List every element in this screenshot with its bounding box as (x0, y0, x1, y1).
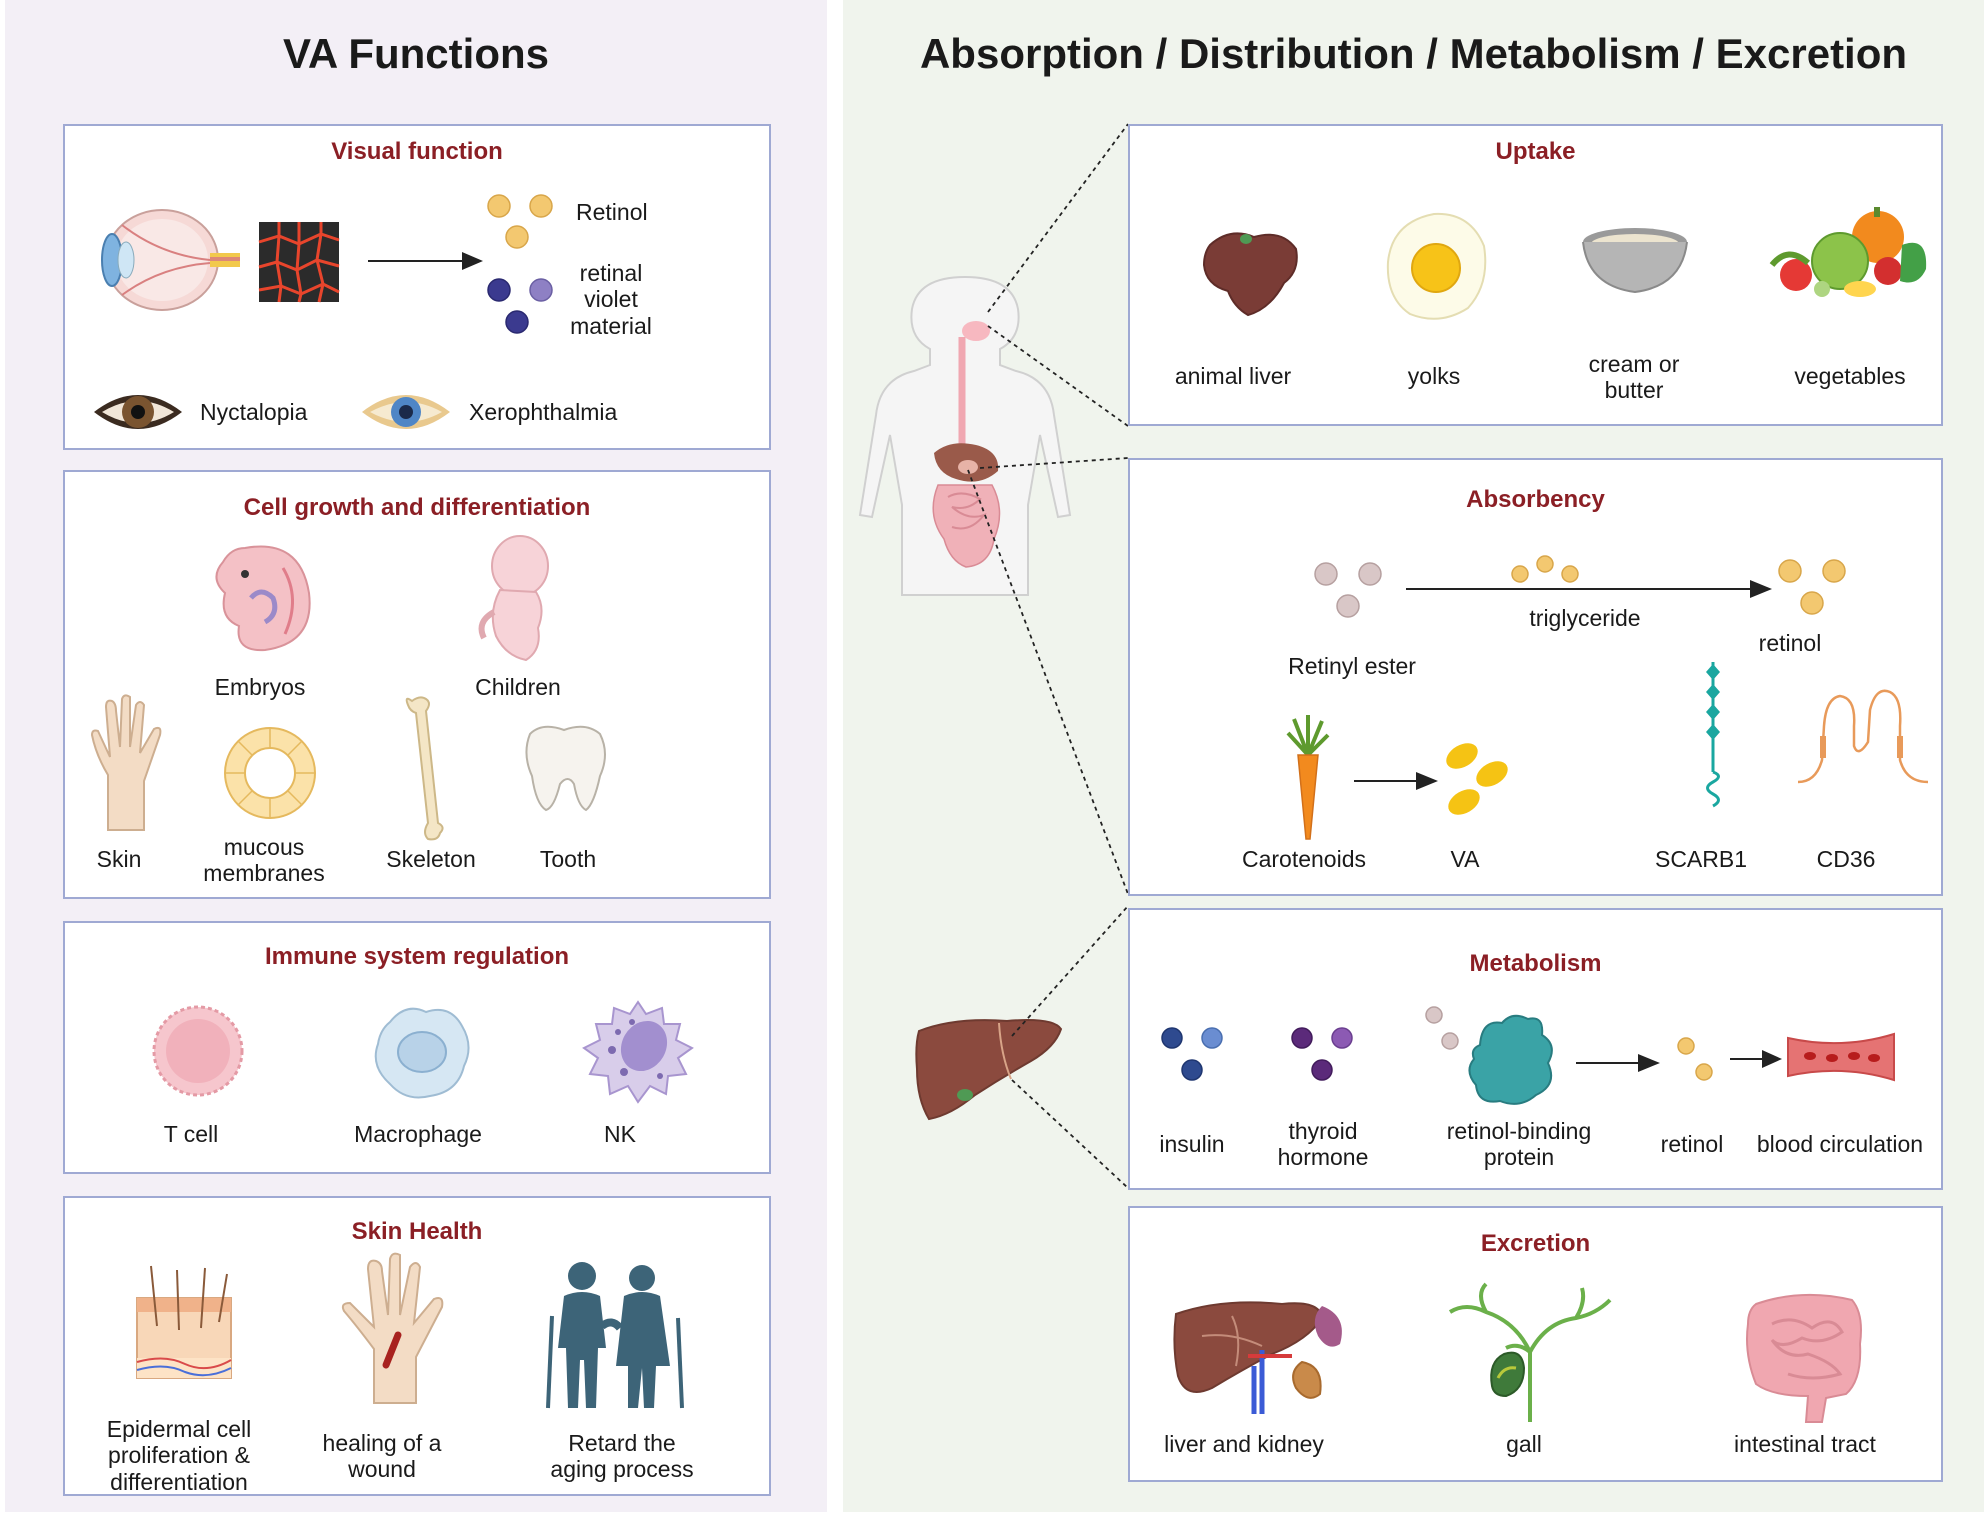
mucous-membranes-label: mucous membranes (203, 834, 325, 887)
immune-system-title: Immune system regulation (264, 943, 570, 970)
cream-bowl-icon (1580, 226, 1690, 296)
gallbladder-icon (1446, 1282, 1612, 1422)
retinal-violet-label: retinal violet material (570, 260, 652, 339)
insulin-label: insulin (1159, 1131, 1225, 1157)
cell-growth-box: Cell growth and differentiation (63, 470, 771, 899)
tooth-label: Tooth (539, 846, 597, 872)
thyroid-hormone-molecules-icon (1290, 1026, 1354, 1084)
uptake-title: Uptake (1495, 138, 1576, 165)
carotenoid-arrow-icon (1354, 770, 1438, 792)
triglyceride-label: triglyceride (1529, 605, 1641, 631)
blood-circulation-label: blood circulation (1756, 1131, 1924, 1157)
nyctalopia-eye-icon (92, 386, 184, 438)
cell-growth-title: Cell growth and differentiation (243, 494, 591, 521)
children-label: Children (475, 674, 561, 700)
vegetables-label: vegetables (1794, 363, 1906, 389)
visual-function-title: Visual function (331, 138, 503, 165)
cream-butter-label: cream or butter (1588, 351, 1680, 404)
xerophthalmia-label: Xerophthalmia (469, 399, 618, 425)
skeleton-label: Skeleton (386, 846, 476, 872)
cd36-receptor-icon (1796, 686, 1930, 786)
fetus-icon (470, 532, 560, 667)
absorbency-box: Absorbency (1128, 458, 1943, 896)
adme-title: Absorption / Distribution / Metabolism /… (919, 30, 1908, 77)
insulin-molecules-icon (1160, 1026, 1224, 1084)
retinal-violet-molecules-icon (485, 276, 555, 336)
blood-vessel-icon (1786, 1030, 1896, 1084)
gall-label: gall (1506, 1431, 1542, 1457)
macrophage-icon (370, 1002, 474, 1102)
embryos-label: Embryos (214, 674, 306, 700)
carotenoids-label: Carotenoids (1241, 846, 1367, 872)
liver-organ-icon (915, 1015, 1065, 1121)
epidermal-label: Epidermal cell proliferation & different… (106, 1416, 252, 1495)
retinyl-ester-label: Retinyl ester (1288, 653, 1416, 679)
mucous-membrane-icon (222, 725, 318, 821)
vegetables-icon (1768, 205, 1932, 301)
excretion-title: Excretion (1480, 1230, 1591, 1257)
animal-liver-icon (1200, 225, 1300, 317)
embryo-icon (205, 538, 317, 656)
va-label: VA (1450, 846, 1480, 872)
macrophage-label: Macrophage (354, 1121, 482, 1147)
epidermis-icon (135, 1265, 233, 1388)
scarb1-label: SCARB1 (1654, 846, 1748, 872)
wounded-hand-icon (338, 1252, 450, 1404)
metabolism-arrow-1-icon (1576, 1052, 1660, 1074)
metabolism-arrow-2-icon (1730, 1048, 1782, 1070)
retinol-molecules-absorbency-icon (1776, 557, 1848, 619)
carrot-icon (1282, 715, 1334, 840)
intestinal-tract-label: intestinal tract (1734, 1431, 1876, 1457)
yolks-label: yolks (1407, 363, 1461, 389)
cd36-label: CD36 (1816, 846, 1876, 872)
retinol-binding-protein-label: retinol-binding protein (1446, 1118, 1592, 1171)
scarb1-receptor-icon (1700, 660, 1726, 810)
hand-skin-icon (88, 694, 168, 831)
eyeball-icon (100, 205, 240, 315)
visual-arrow-icon (368, 250, 483, 272)
xerophthalmia-eye-icon (360, 386, 452, 438)
retinol-label: Retinol (576, 199, 648, 225)
elderly-couple-icon (540, 1256, 690, 1412)
triglyceride-molecules-icon (1510, 552, 1580, 586)
liver-kidney-label: liver and kidney (1164, 1431, 1324, 1457)
intestinal-tract-icon (1742, 1284, 1866, 1424)
nk-cell-icon (582, 1000, 694, 1104)
skin-label: Skin (96, 846, 142, 872)
metabolism-title: Metabolism (1469, 950, 1602, 977)
va-capsules-icon (1440, 740, 1510, 818)
retinol-absorbency-label: retinol (1758, 630, 1822, 656)
bone-skeleton-icon (398, 693, 450, 843)
absorbency-arrow-icon (1406, 578, 1772, 600)
retinol-metabolism-label: retinol (1660, 1131, 1724, 1157)
absorbency-title: Absorbency (1466, 486, 1605, 513)
human-body-icon (850, 275, 1080, 596)
nyctalopia-label: Nyctalopia (200, 399, 308, 425)
t-cell-label: T cell (163, 1121, 219, 1147)
tooth-icon (520, 720, 610, 815)
egg-yolk-icon (1384, 210, 1490, 322)
retinol-molecules-icon (485, 192, 555, 252)
liver-kidney-icon (1172, 1296, 1352, 1416)
wound-label: healing of a wound (322, 1430, 442, 1483)
skin-health-title: Skin Health (351, 1218, 483, 1245)
thyroid-hormone-label: thyroid hormone (1277, 1118, 1369, 1171)
retinyl-ester-molecules-icon (1312, 560, 1384, 622)
retina-network-icon (258, 222, 340, 303)
aging-label: Retard the aging process (550, 1430, 694, 1483)
t-cell-icon (152, 1005, 244, 1097)
retinol-binding-protein-icon (1424, 1005, 1564, 1109)
nk-label: NK (604, 1121, 636, 1147)
va-functions-title: VA Functions (283, 30, 549, 77)
animal-liver-label: animal liver (1174, 363, 1292, 389)
retinol-molecules-metabolism-icon (1676, 1036, 1716, 1086)
